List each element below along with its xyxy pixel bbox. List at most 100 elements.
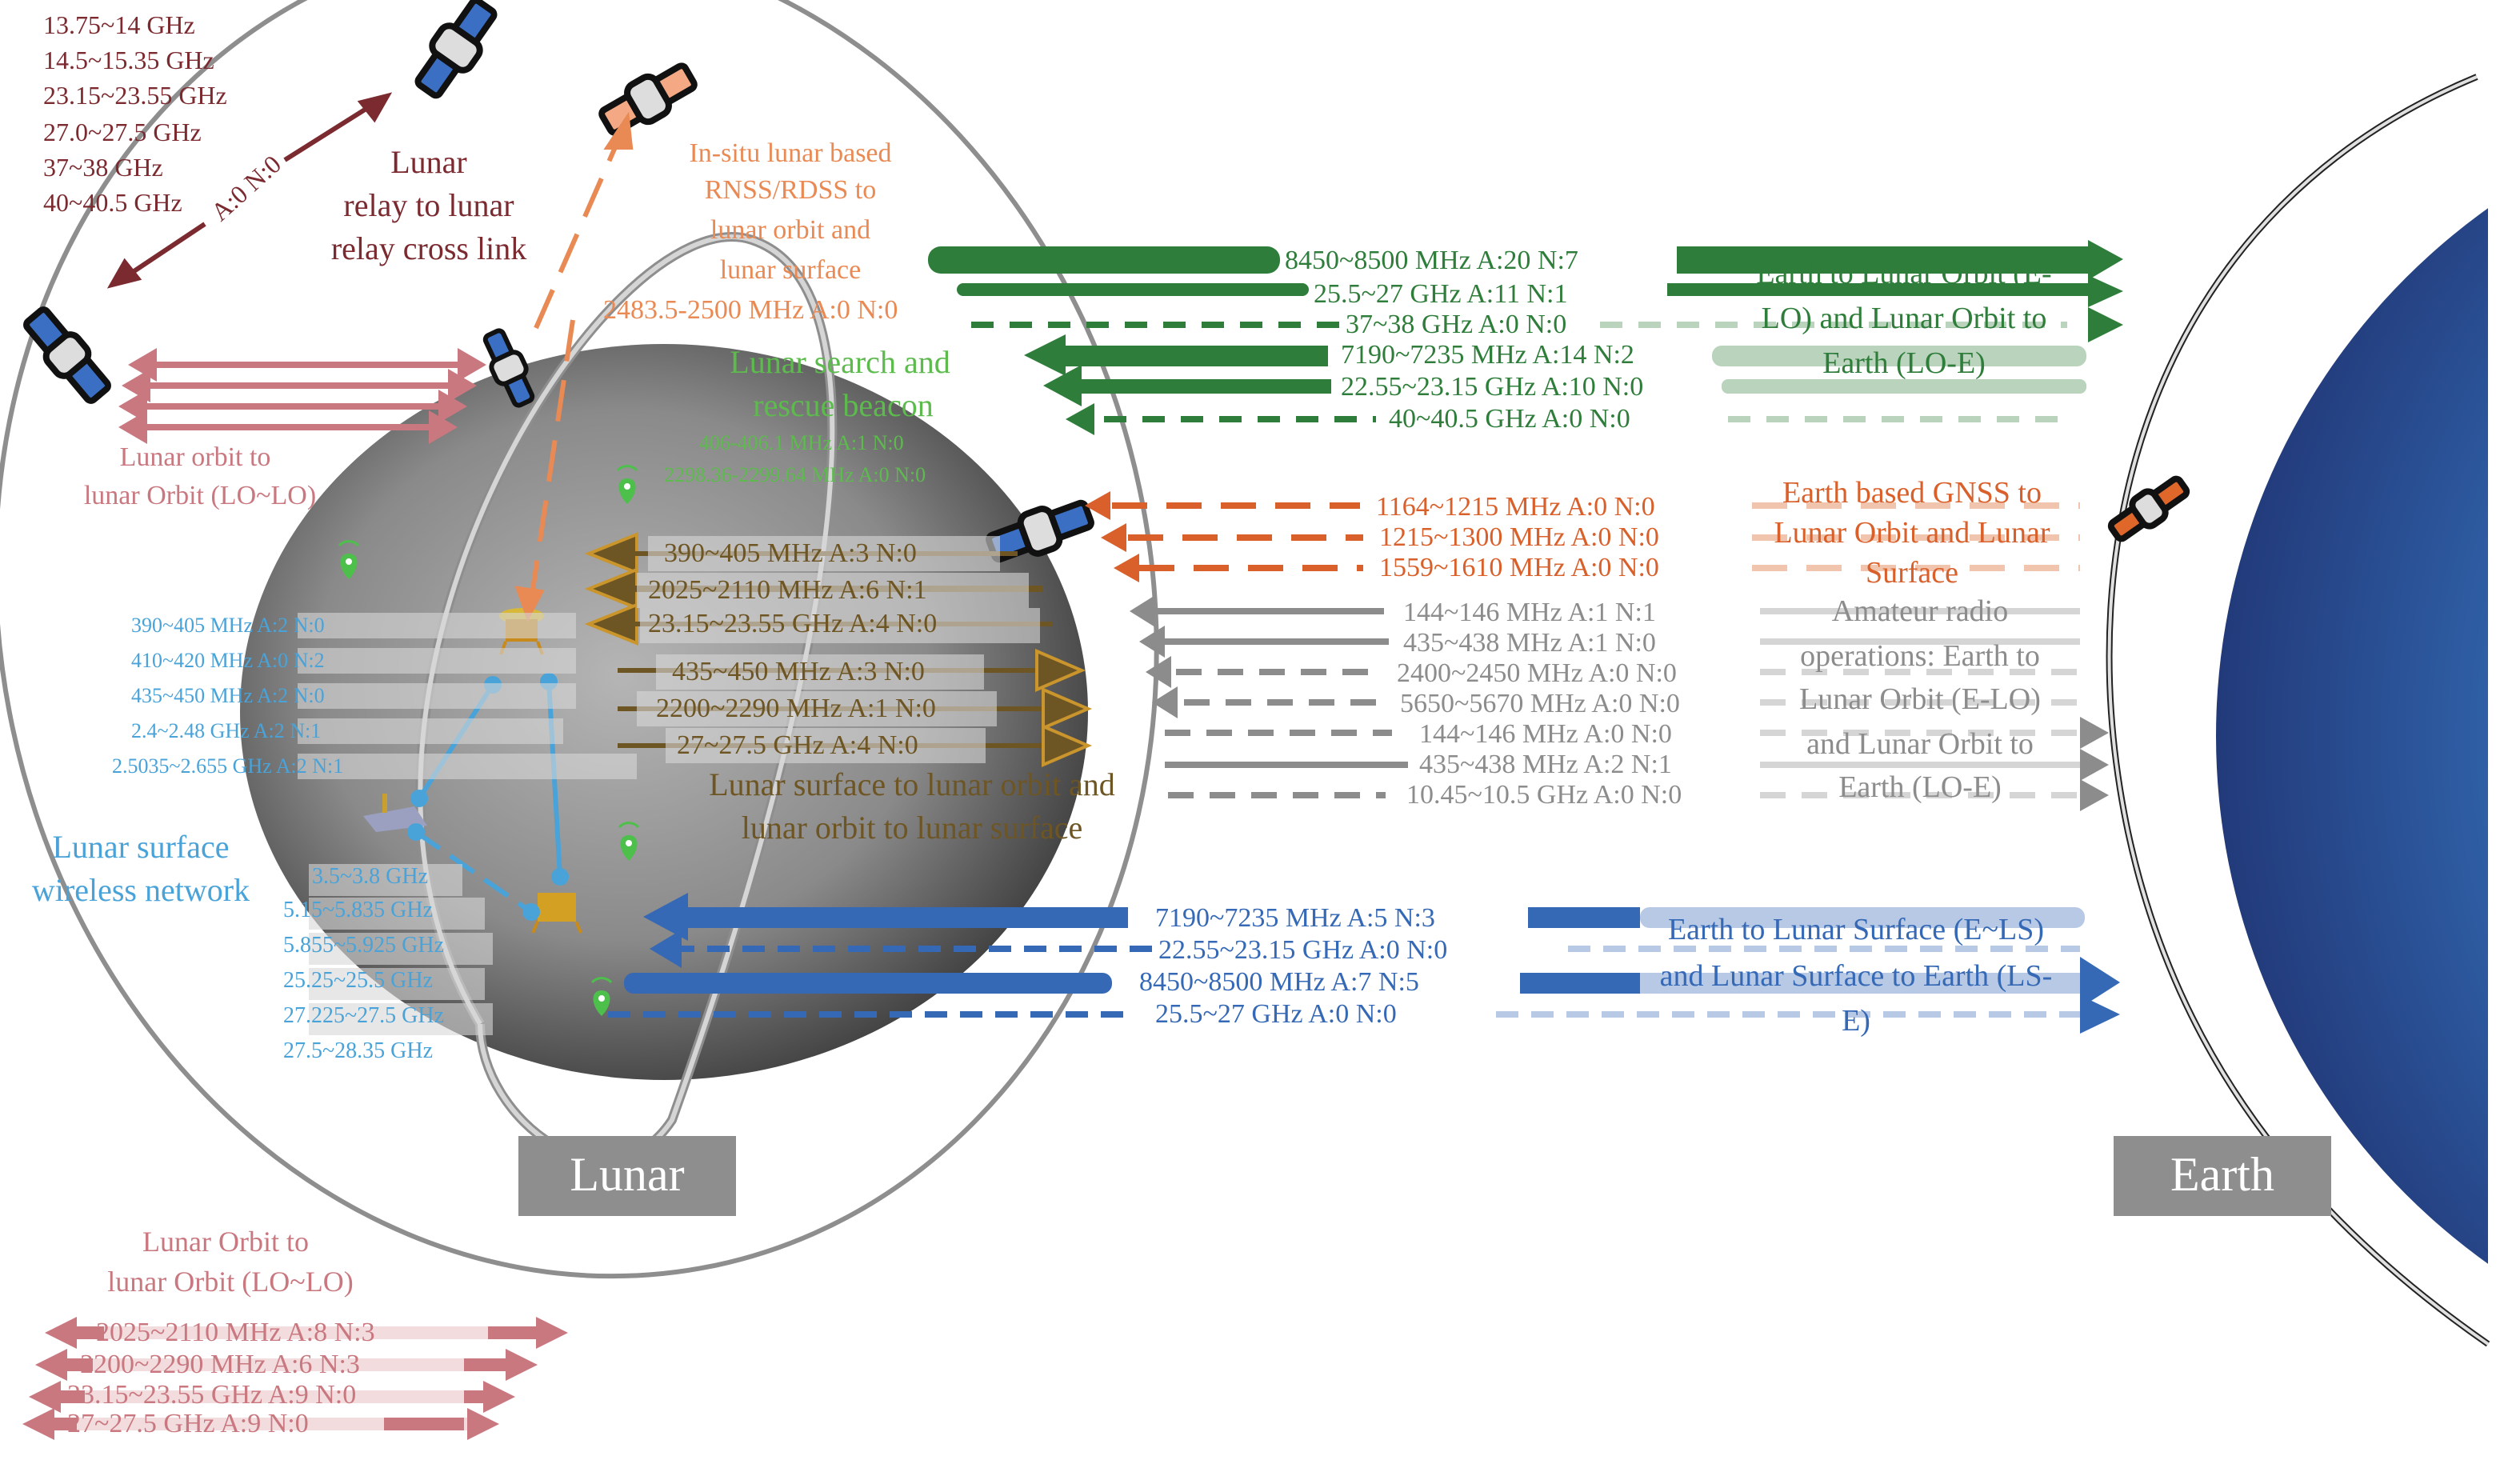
e-ls-link-label: 8450~8500 MHz A:7 N:5 <box>1139 966 1419 997</box>
lo-lo-title-line: lunar Orbit (LO~LO) <box>83 480 317 510</box>
e-lo-title: Earth to Lunar Orbit (E-LO) and Lunar Or… <box>1756 258 2052 381</box>
band-highlight <box>309 898 485 930</box>
beacon-icon <box>338 540 360 579</box>
ls-wireless-band: 3.5~3.8 GHz <box>312 866 429 890</box>
band-highlight <box>648 536 1000 571</box>
relay-title-line: Lunar <box>390 146 467 181</box>
e-lo-link-label: 22.55~23.15 GHz A:10 N:0 <box>1341 371 1644 402</box>
band-highlight <box>309 968 485 1000</box>
insitu-title-line: lunar surface <box>719 254 862 285</box>
insitu-title-line: In-situ lunar based <box>689 138 892 168</box>
ls-lo-title-line: Lunar surface to lunar orbit and <box>709 768 1115 803</box>
beacon-icon <box>590 977 613 1016</box>
amateur-title: Amateur radio operations: Earth to Lunar… <box>1799 595 2041 805</box>
ls-wireless-title-line: Lunar surface <box>52 830 230 866</box>
lo-lo-bottom-band: 27~27.5 GHz A:9 N:0 <box>67 1408 309 1438</box>
ls-wireless-title-line: wireless network <box>31 874 250 909</box>
satellite-icon <box>986 499 1094 563</box>
gnss-link-label: 1164~1215 MHz A:0 N:0 <box>1376 491 1655 522</box>
ls-wireless-band: 435~450 MHz A:2 N:0 <box>131 683 325 707</box>
ls-lo-uplink-band: 2025~2110 MHz A:6 N:1 <box>648 574 927 605</box>
band-highlight <box>298 718 563 744</box>
relay-band: 13.75~14 GHz <box>43 13 195 40</box>
ls-wireless-band: 27.225~27.5 GHz <box>283 1005 445 1029</box>
band-highlight <box>298 683 576 709</box>
satellite-icon <box>414 0 498 99</box>
sar-title-line: Lunar search and <box>730 346 950 381</box>
gnss-link-label: 1559~1610 MHz A:0 N:0 <box>1379 552 1659 582</box>
band-highlight <box>637 691 997 726</box>
ls-wireless-band: 2.5035~2.655 GHz A:2 N:1 <box>112 754 344 778</box>
ls-wireless-band: 5.15~5.835 GHz <box>283 899 434 923</box>
sar-title-line: rescue beacon <box>753 389 934 424</box>
amateur-link-label: 144~146 MHz A:0 N:0 <box>1419 718 1672 749</box>
earth-body <box>2216 208 2488 1264</box>
relay-band: 40~40.5 GHz <box>43 190 182 218</box>
band-highlight <box>298 648 576 674</box>
ls-wireless-band: 5.855~5.925 GHz <box>283 934 445 958</box>
relay-title-line: relay cross link <box>330 232 527 267</box>
band-highlight <box>666 728 986 763</box>
ls-wireless-band: 25.25~25.5 GHz <box>283 970 434 994</box>
e-lo-link-label: 7190~7235 MHz A:14 N:2 <box>1341 339 1634 370</box>
ls-lo-title-line: lunar orbit to lunar surface <box>741 811 1083 846</box>
ls-lo-downlink-band: 27~27.5 GHz A:4 N:0 <box>677 730 918 760</box>
gnss-link-label: 1215~1300 MHz A:0 N:0 <box>1379 522 1659 552</box>
band-highlight <box>298 754 637 779</box>
satellite-icon <box>23 306 111 404</box>
lo-lo-bottom-band: 2200~2290 MHz A:6 N:3 <box>80 1349 360 1379</box>
ls-lo-downlink-band: 435~450 MHz A:3 N:0 <box>672 656 925 686</box>
lo-lo-bottom-band: 23.15~23.55 GHz A:9 N:0 <box>67 1379 357 1410</box>
e-ls-link-label: 25.5~27 GHz A:0 N:0 <box>1155 998 1397 1029</box>
ls-wireless-band: 2.4~2.48 GHz A:2 N:1 <box>131 718 322 742</box>
ls-lo-uplink-band: 390~405 MHz A:3 N:0 <box>664 538 917 568</box>
insitu-title-line: lunar orbit and <box>710 214 871 245</box>
amateur-link-label: 435~438 MHz A:2 N:1 <box>1419 749 1672 779</box>
band-highlight <box>656 654 984 690</box>
insitu-band: 2483.5-2500 MHz A:0 N:0 <box>603 294 898 325</box>
band-highlight <box>637 573 1029 608</box>
e-lo-link-label: 37~38 GHz A:0 N:0 <box>1346 309 1567 339</box>
amateur-link-label: 435~438 MHz A:1 N:0 <box>1403 627 1656 658</box>
insitu-title-line: RNSS/RDSS to <box>704 174 877 205</box>
satellite-icon <box>482 328 535 408</box>
e-ls-link-label: 22.55~23.15 GHz A:0 N:0 <box>1158 934 1448 965</box>
band-highlight <box>298 613 576 638</box>
band-highlight <box>309 1003 493 1035</box>
insitu-rnss-arrows <box>514 111 634 622</box>
relay-band: 37~38 GHz <box>43 155 163 182</box>
lo-lo-bottom-title-line: lunar Orbit (LO~LO) <box>107 1266 354 1298</box>
relay-title-line: relay to lunar <box>343 189 514 224</box>
e-ls-link-label: 7190~7235 MHz A:5 N:3 <box>1155 902 1435 933</box>
lunar-outer-orbit <box>0 0 1159 1279</box>
gnss-title: Earth based GNSS to Lunar Orbit and Luna… <box>1774 477 2050 590</box>
sar-band: 406-406.1 MHz A:1 N:0 <box>699 430 904 454</box>
ls-wireless-band: 390~405 MHz A:2 N:0 <box>131 613 325 637</box>
earth-label: Earth <box>2114 1136 2331 1216</box>
beacon-icon <box>616 465 638 504</box>
beacon-icon <box>618 822 640 861</box>
relay-band: 27.0~27.5 GHz <box>43 120 202 147</box>
relay-band: 23.15~23.55 GHz <box>43 83 227 110</box>
relay-crosslink-arrow <box>106 92 393 289</box>
e-ls-links <box>608 893 2120 1034</box>
amateur-links <box>1130 595 2109 811</box>
amateur-link-label: 144~146 MHz A:1 N:1 <box>1403 597 1656 627</box>
lo-lo-title-line: Lunar orbit to <box>119 442 271 472</box>
amateur-link-label: 2400~2450 MHz A:0 N:0 <box>1397 658 1677 688</box>
ls-lo-uplink-band: 23.15~23.55 GHz A:4 N:0 <box>648 608 938 638</box>
e-lo-links <box>928 240 2123 435</box>
lunar-label: Lunar <box>518 1136 736 1216</box>
band-highlight <box>309 864 462 896</box>
band-highlight <box>309 933 493 965</box>
lo-lo-bottom-title-line: Lunar Orbit to <box>142 1226 309 1258</box>
satellite-icon <box>598 62 698 136</box>
satellite-icon <box>2107 475 2190 542</box>
ls-lo-downlink-band: 2200~2290 MHz A:1 N:0 <box>656 693 936 723</box>
e-lo-link-label: 40~40.5 GHz A:0 N:0 <box>1389 403 1630 434</box>
ls-wireless-band: 410~420 MHz A:0 N:2 <box>131 648 325 672</box>
e-lo-link-label: 25.5~27 GHz A:11 N:1 <box>1314 278 1568 309</box>
amateur-link-label: 10.45~10.5 GHz A:0 N:0 <box>1406 779 1682 810</box>
sar-band: 2298.36-2299.64 MHz A:0 N:0 <box>664 462 926 486</box>
